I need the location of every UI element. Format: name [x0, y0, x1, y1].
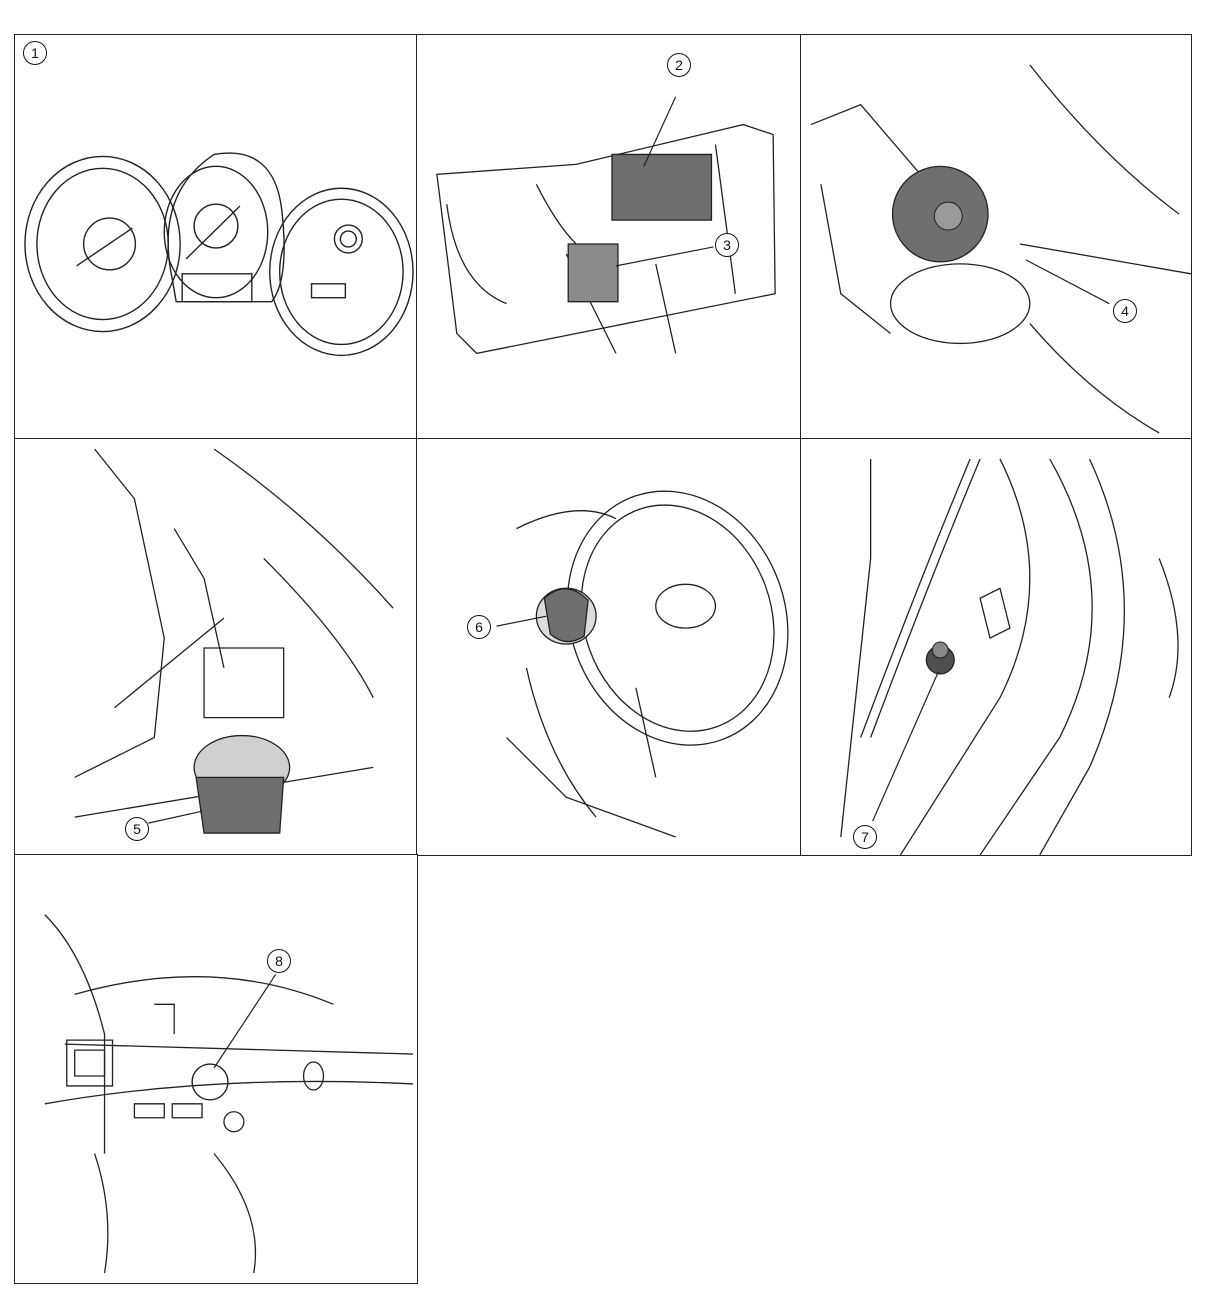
- center-console-illustration: [15, 855, 417, 1283]
- callout-2: 2: [667, 53, 691, 77]
- callout-4: 4: [1113, 299, 1137, 323]
- under-dash-illustration: [417, 35, 801, 439]
- callout-7: 7: [853, 825, 877, 849]
- panel-steering-column-switch: 4: [800, 34, 1192, 440]
- callout-6: 6: [467, 615, 491, 639]
- callout-1: 1: [23, 41, 47, 65]
- ignition-cylinder-illustration: [15, 439, 417, 855]
- callout-3: 3: [715, 233, 739, 257]
- instrument-cluster-illustration: [15, 35, 417, 439]
- callout-8: 8: [267, 949, 291, 973]
- steering-wheel-illustration: [417, 439, 801, 855]
- panel-center-console: 8: [14, 854, 418, 1284]
- steering-column-switch-illustration: [801, 35, 1191, 439]
- door-pillar-illustration: [801, 439, 1191, 855]
- panel-under-dash: 2 3: [416, 34, 802, 440]
- panel-instrument-cluster: 1: [14, 34, 418, 440]
- callout-5: 5: [125, 817, 149, 841]
- panel-ignition-cylinder: 5: [14, 438, 418, 856]
- panel-door-pillar: 7: [800, 438, 1192, 856]
- panel-steering-wheel: 6: [416, 438, 802, 856]
